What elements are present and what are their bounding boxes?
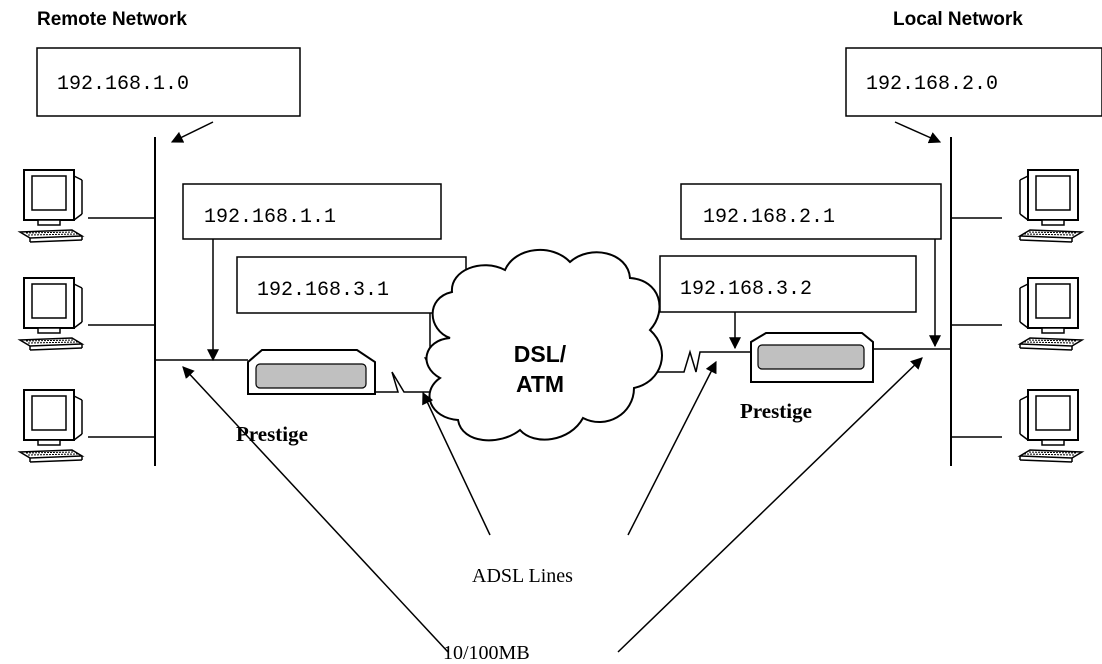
local-network-address: 192.168.2.0 xyxy=(866,73,998,96)
remote-wan-ip: 192.168.3.1 xyxy=(257,279,389,302)
ethernet-callout-arrow xyxy=(182,366,449,653)
local-wan-ip: 192.168.3.2 xyxy=(680,278,812,301)
remote-network-heading: Remote Network xyxy=(37,9,187,30)
ethernet-callout-arrow xyxy=(617,357,923,653)
local-computer-icon xyxy=(1019,389,1083,463)
ethernet-speed-label: 10/100MB xyxy=(443,642,530,664)
local-network-box: 192.168.2.0 xyxy=(845,47,1102,117)
remote-computer-icon xyxy=(19,389,83,463)
local-computer-icon xyxy=(1019,169,1083,243)
remote-wan-ip-box: 192.168.3.1 xyxy=(236,256,467,314)
local-wan-ip-box: 192.168.3.2 xyxy=(659,255,917,313)
remote-adsl-line xyxy=(375,371,436,393)
remote-computer-icon xyxy=(19,169,83,243)
remote-network-box: 192.168.1.0 xyxy=(36,47,301,117)
local-lan-ip-box: 192.168.2.1 xyxy=(680,183,942,240)
remote-network-address: 192.168.1.0 xyxy=(57,73,189,96)
local-network-arrow xyxy=(894,121,942,144)
remote-computer-icon xyxy=(19,277,83,351)
local-computer-icon xyxy=(1019,277,1083,351)
local-lan-ip: 192.168.2.1 xyxy=(703,206,835,229)
adsl-callout-arrow xyxy=(422,391,491,536)
local-prestige-router xyxy=(750,332,874,383)
local-adsl-line xyxy=(656,349,751,373)
local-device-label: Prestige xyxy=(740,399,812,423)
local-network-heading: Local Network xyxy=(893,9,1023,30)
cloud-label-line-2: ATM xyxy=(516,371,564,397)
remote-network-arrow xyxy=(170,121,214,143)
remote-lan-ip-box: 192.168.1.1 xyxy=(182,183,442,240)
adsl-lines-label: ADSL Lines xyxy=(472,565,573,587)
cloud-label-line-1: DSL/ xyxy=(514,341,567,367)
remote-lan-ip: 192.168.1.1 xyxy=(204,206,336,229)
dsl-atm-cloud: DSL/ ATM xyxy=(425,248,663,442)
remote-device-label: Prestige xyxy=(236,422,308,446)
remote-prestige-router xyxy=(247,349,376,395)
adsl-callout-arrow xyxy=(627,360,717,536)
